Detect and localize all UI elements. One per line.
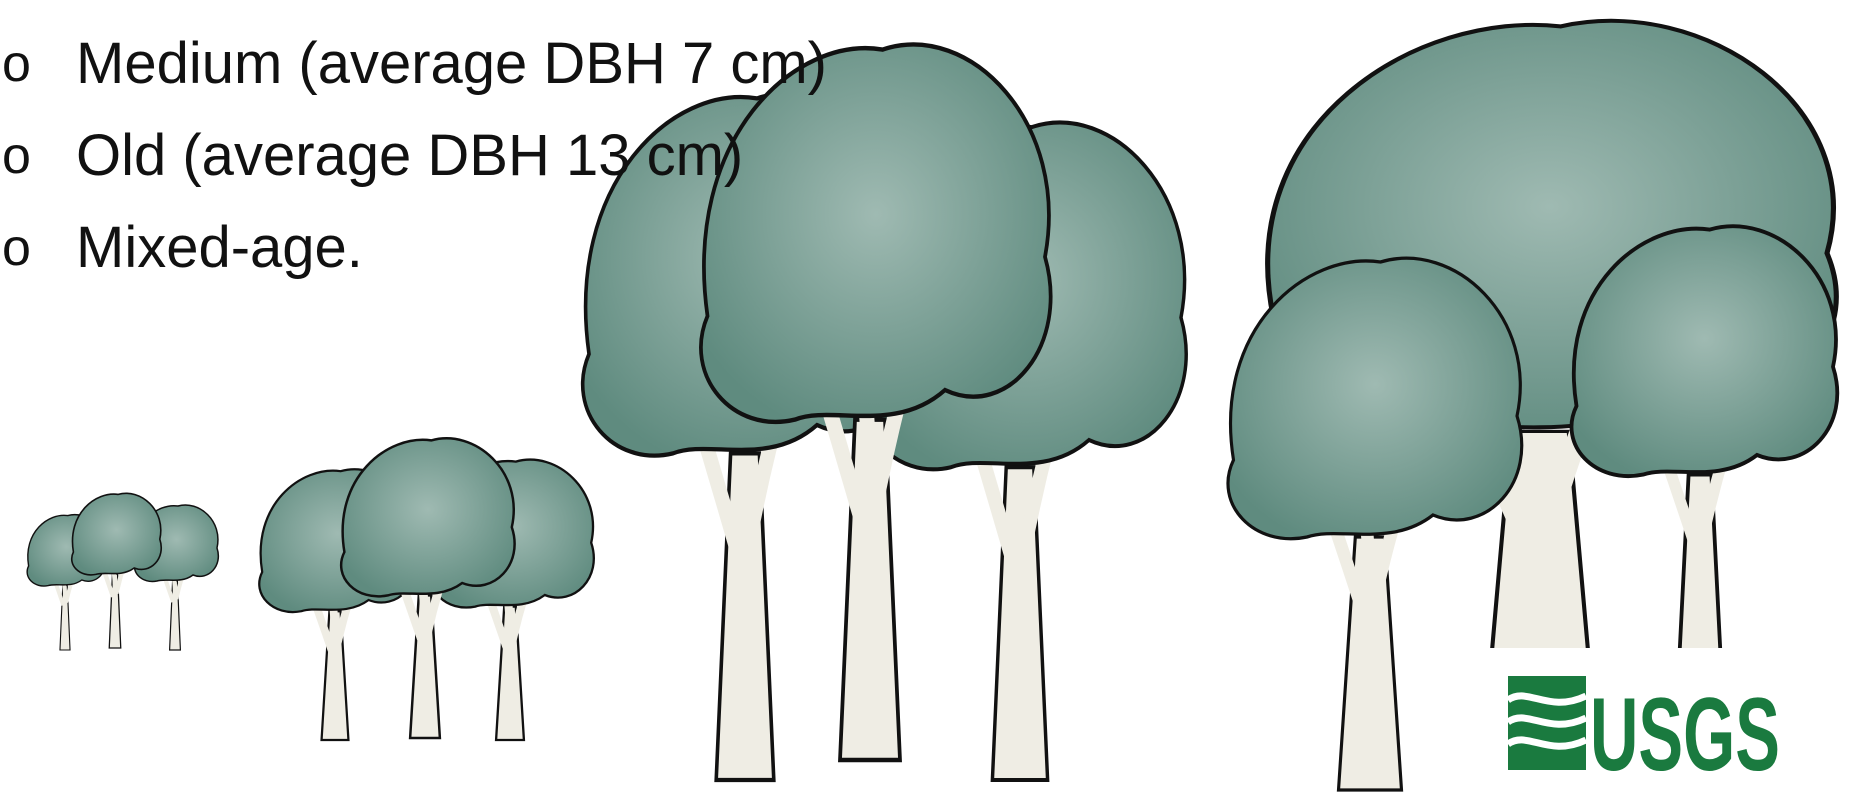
bullet-list: o Medium (average DBH 7 cm) o Old (avera… <box>0 18 827 294</box>
bullet-text: Old (average DBH 13 cm) <box>76 110 743 202</box>
tree <box>1572 226 1838 700</box>
bullet-text: Medium (average DBH 7 cm) <box>76 18 827 110</box>
bullet-item: o Medium (average DBH 7 cm) <box>0 18 827 110</box>
bullet-item: o Old (average DBH 13 cm) <box>0 110 827 202</box>
bullet-marker: o <box>0 18 76 110</box>
young-stand <box>27 493 218 650</box>
tree-canopy <box>72 493 162 575</box>
bullet-marker: o <box>0 110 76 202</box>
usgs-wave-icon: USGS <box>1468 648 1865 804</box>
bullet-marker: o <box>0 202 76 294</box>
tree-canopy <box>341 438 514 596</box>
bullet-text: Mixed-age. <box>76 202 363 294</box>
logo-text: USGS <box>1590 677 1780 793</box>
medium-stand <box>259 438 594 740</box>
usgs-logo: USGS <box>1468 648 1865 804</box>
bullet-item: o Mixed-age. <box>0 202 827 294</box>
